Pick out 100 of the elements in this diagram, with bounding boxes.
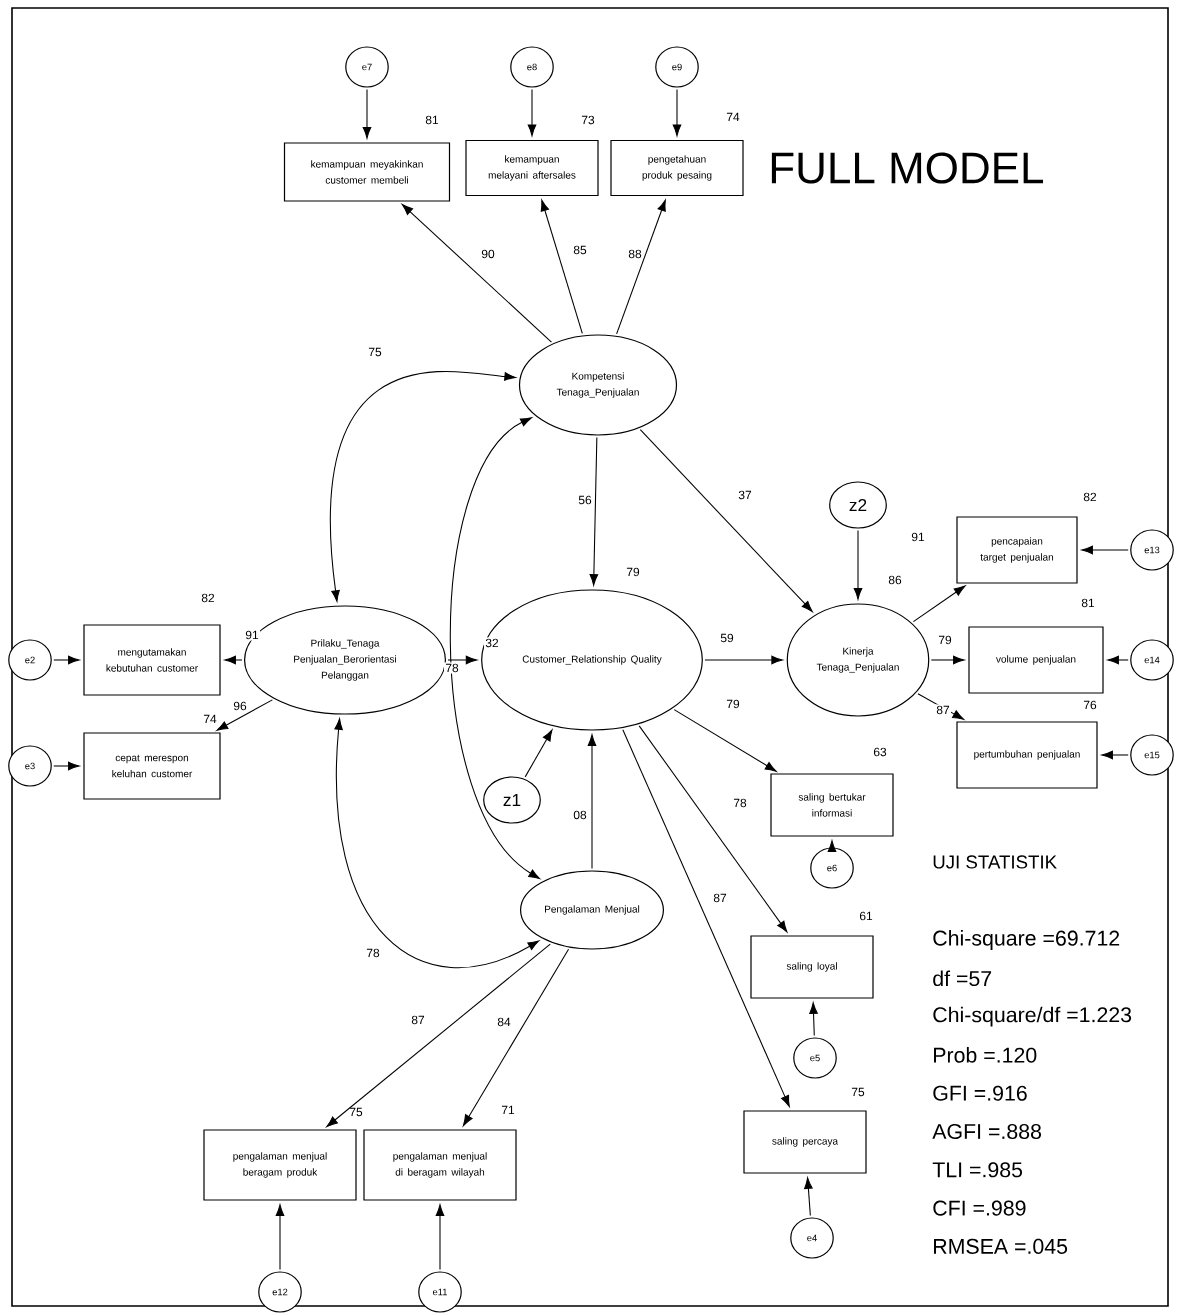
statistic-line: Prob =.120 xyxy=(934,1047,1037,1063)
path-arrow xyxy=(673,709,777,772)
path-arrow xyxy=(275,1204,285,1270)
path-arrow xyxy=(524,729,553,778)
indicator-box: kemampuan melayani aftersales xyxy=(465,139,599,197)
section-heading: UJI STATISTIK xyxy=(933,855,1057,869)
coefficient-label: 81 xyxy=(424,114,440,126)
edge-label: 75 xyxy=(367,346,383,358)
path-arrow xyxy=(912,585,966,623)
indicator-box: saling bertukar informasi xyxy=(770,773,894,837)
path-arrow xyxy=(540,199,583,334)
edge-label: 85 xyxy=(572,244,588,256)
title: FULL MODEL xyxy=(771,152,1044,184)
indicator-box: pengalaman menjual beragam produk xyxy=(203,1129,357,1201)
statistic-line: TLI =.985 xyxy=(932,1162,1023,1178)
coefficient-label: 82 xyxy=(200,592,216,604)
edge-label: 87 xyxy=(410,1014,426,1026)
edge-label: 59 xyxy=(719,632,735,644)
path-arrow xyxy=(224,655,243,665)
indicator-box: saling percaya xyxy=(743,1110,867,1174)
edge-label: 87 xyxy=(712,892,728,904)
path-arrow xyxy=(362,89,372,139)
coefficient-label: 79 xyxy=(625,566,641,578)
node-label: e12 xyxy=(272,1288,288,1296)
indicator-box: volume penjualan xyxy=(968,626,1104,694)
coefficient-label: 74 xyxy=(725,111,741,123)
statistic-line: CFI =.989 xyxy=(933,1200,1026,1216)
path-arrow xyxy=(589,437,599,586)
edge-label: 90 xyxy=(480,248,496,260)
statistic-line: RMSEA =.045 xyxy=(934,1238,1068,1254)
statistic-line: df =57 xyxy=(933,970,992,987)
edge-label: 78 xyxy=(732,797,748,809)
coefficient-label: 61 xyxy=(858,910,874,922)
indicator-box: pertumbuhan penjualan xyxy=(956,721,1098,789)
node-label: e15 xyxy=(1144,751,1160,759)
path-arrow xyxy=(622,729,790,1107)
coefficient-label: 63 xyxy=(872,746,888,758)
indicator-box: cepat merespon keluhan customer xyxy=(83,732,221,800)
edge-label: 79 xyxy=(725,698,741,710)
path-arrow xyxy=(462,948,570,1127)
edge-label: 32 xyxy=(484,637,500,649)
path-arrow xyxy=(804,1177,813,1216)
coefficient-label: 76 xyxy=(1082,699,1098,711)
indicator-box: pencapaian target penjualan xyxy=(956,516,1078,584)
node-label: e14 xyxy=(1144,656,1160,664)
statistic-line: Chi-square/df =1.223 xyxy=(933,1006,1132,1027)
coefficient-label: 81 xyxy=(1080,597,1096,609)
covariance-arrow xyxy=(334,718,540,968)
edge-label: 91 xyxy=(910,531,926,543)
edge-label: 08 xyxy=(572,809,588,821)
edge-label: 87 xyxy=(935,704,951,716)
path-arrow xyxy=(587,734,597,869)
coefficient-label: 82 xyxy=(1082,491,1098,503)
path-arrow xyxy=(435,1204,445,1270)
path-arrow xyxy=(917,693,965,720)
path-arrow xyxy=(930,655,965,665)
edge-label: 78 xyxy=(365,947,381,959)
statistic-line: GFI =.916 xyxy=(933,1085,1027,1101)
coefficient-label: 75 xyxy=(348,1106,364,1118)
path-arrow xyxy=(616,199,666,335)
path-arrow xyxy=(1107,655,1129,665)
statistic-line: AGFI =.888 xyxy=(932,1123,1041,1140)
path-arrow xyxy=(809,1002,818,1036)
path-arrow xyxy=(53,655,80,665)
edge-label: 91 xyxy=(244,629,260,641)
covariance-arrow xyxy=(449,417,541,880)
edge-label: 88 xyxy=(627,248,643,260)
edge-label: 56 xyxy=(577,494,593,506)
path-arrow xyxy=(326,943,551,1128)
path-arrow xyxy=(639,429,813,613)
path-arrow xyxy=(704,655,783,665)
path-arrow xyxy=(527,89,537,137)
coefficient-label: 71 xyxy=(500,1104,516,1116)
path-arrow xyxy=(53,761,80,771)
coefficient-label: 75 xyxy=(850,1086,866,1098)
path-arrow xyxy=(638,725,788,933)
path-arrow xyxy=(216,699,273,731)
node-label: e11 xyxy=(432,1288,447,1296)
indicator-box: pengalaman menjual di beragam wilayah xyxy=(363,1129,517,1201)
path-arrow xyxy=(672,89,682,137)
indicator-box: saling loyal xyxy=(750,935,874,999)
coefficient-label: 74 xyxy=(202,713,218,725)
indicator-box: pengetahuan produk pesaing xyxy=(610,139,744,197)
path-arrow xyxy=(853,530,863,600)
edge-label: 79 xyxy=(937,634,953,646)
edge-label: 84 xyxy=(496,1016,512,1028)
path-arrow xyxy=(1101,750,1129,760)
edge-label: 78 xyxy=(444,662,460,674)
path-arrow xyxy=(401,204,552,343)
path-arrow xyxy=(447,655,478,665)
indicator-box: kemampuan meyakinkan customer membeli xyxy=(283,142,451,202)
node-label: e13 xyxy=(1144,546,1160,554)
indicator-box: mengutamakan kebutuhan customer xyxy=(83,624,221,696)
path-arrow xyxy=(827,840,837,852)
covariance-arrow xyxy=(329,370,516,602)
statistic-line: Chi-square =69.712 xyxy=(933,930,1120,950)
path-arrow xyxy=(1081,545,1129,555)
edge-label: 37 xyxy=(737,489,753,501)
coefficient-label: 86 xyxy=(887,574,903,586)
coefficient-label: 73 xyxy=(580,114,596,126)
